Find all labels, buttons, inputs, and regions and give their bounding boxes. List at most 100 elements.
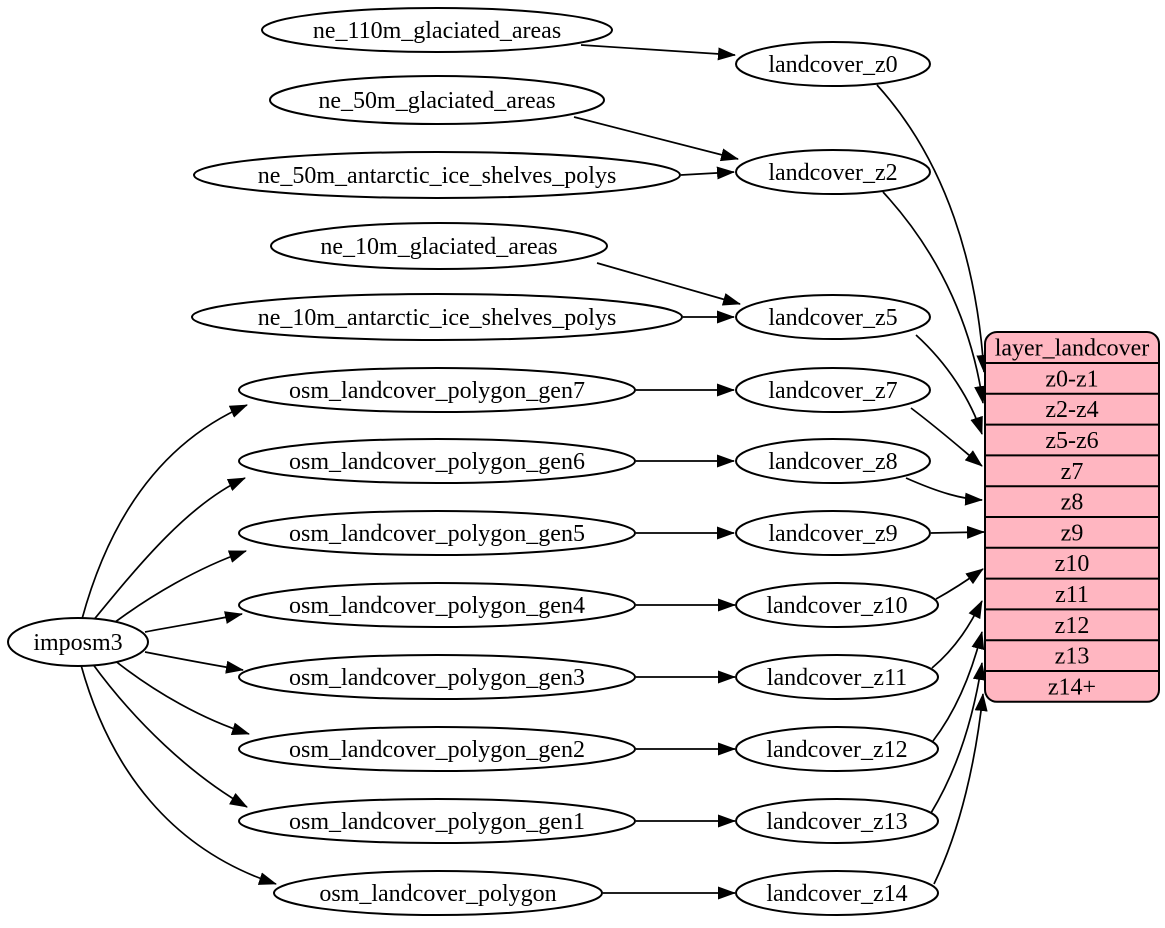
node-label-osm_landcover_polygon_gen2: osm_landcover_polygon_gen2 <box>289 737 585 763</box>
node-landcover_z12: landcover_z12 <box>735 726 939 772</box>
node-ellipse-landcover_z2 <box>735 149 931 195</box>
node-ellipse-landcover_z14 <box>735 870 939 916</box>
node-label-osm_landcover_polygon_gen7: osm_landcover_polygon_gen7 <box>289 378 585 404</box>
edge-imposm3-to-osm_landcover_polygon_gen3 <box>144 651 244 674</box>
node-ne_10m_antarctic_ice_shelves_polys: ne_10m_antarctic_ice_shelves_polys <box>191 293 683 341</box>
node-osm_landcover_polygon_gen1: osm_landcover_polygon_gen1 <box>238 798 636 844</box>
node-landcover_z7: landcover_z7 <box>735 367 931 413</box>
record-row-z2-z4: z2-z4 <box>1045 397 1098 423</box>
node-label-landcover_z11: landcover_z11 <box>767 665 907 691</box>
edge-imposm3-to-osm_landcover_polygon_gen1 <box>91 662 248 808</box>
node-landcover_z5: landcover_z5 <box>735 294 931 340</box>
node-landcover_z14: landcover_z14 <box>735 870 939 916</box>
node-ellipse-imposm3 <box>7 617 149 667</box>
node-osm_landcover_polygon_gen2: osm_landcover_polygon_gen2 <box>238 726 636 772</box>
node-osm_landcover_polygon_gen3: osm_landcover_polygon_gen3 <box>238 654 636 700</box>
node-ne_50m_antarctic_ice_shelves_polys: ne_50m_antarctic_ice_shelves_polys <box>193 151 681 199</box>
node-label-landcover_z5: landcover_z5 <box>768 305 897 331</box>
edge-landcover_z7-to-layer_landcover:z7 <box>910 407 983 467</box>
node-ellipse-landcover_z0 <box>735 41 931 87</box>
node-ne_50m_glaciated_areas: ne_50m_glaciated_areas <box>269 75 605 125</box>
node-ellipse-landcover_z8 <box>735 438 931 484</box>
node-ellipse-landcover_z12 <box>735 726 939 772</box>
node-ellipse-ne_50m_glaciated_areas <box>269 75 605 125</box>
record-row-z9: z9 <box>1061 520 1084 546</box>
nodes-layer: imposm3 ne_110m_glaciated_areas ne_50m_gla… <box>7 7 939 916</box>
edge-imposm3-to-osm_landcover_polygon_gen6 <box>91 477 246 623</box>
node-landcover_z10: landcover_z10 <box>735 582 939 628</box>
record-row-z13: z13 <box>1055 644 1090 670</box>
node-ellipse-ne_10m_antarctic_ice_shelves_polys <box>191 293 683 341</box>
edge-imposm3-to-osm_landcover_polygon_gen4 <box>144 611 243 633</box>
edge-ne_110m_glaciated_areas-to-landcover_z0 <box>580 44 736 61</box>
edge-landcover_z2-to-layer_landcover:z2-z4 <box>882 191 988 404</box>
node-osm_landcover_polygon_gen5: osm_landcover_polygon_gen5 <box>238 510 636 556</box>
node-ellipse-landcover_z10 <box>735 582 939 628</box>
edge-landcover_z0-to-layer_landcover:z0-z1 <box>876 84 990 373</box>
node-landcover_z2: landcover_z2 <box>735 149 931 195</box>
edge-imposm3-to-osm_landcover_polygon_gen5 <box>105 550 247 630</box>
node-label-imposm3: imposm3 <box>33 630 122 656</box>
node-label-osm_landcover_polygon: osm_landcover_polygon <box>319 881 556 907</box>
node-label-landcover_z8: landcover_z8 <box>768 449 897 475</box>
node-label-ne_50m_antarctic_ice_shelves_polys: ne_50m_antarctic_ice_shelves_polys <box>258 163 617 189</box>
node-ellipse-landcover_z5 <box>735 294 931 340</box>
node-landcover_z0: landcover_z0 <box>735 41 931 87</box>
node-ellipse-landcover_z7 <box>735 367 931 413</box>
edge-ne_50m_antarctic_ice_shelves_polys-to-landcover_z2 <box>680 166 735 180</box>
node-label-landcover_z12: landcover_z12 <box>766 737 907 763</box>
edges-layer <box>80 44 990 900</box>
node-ellipse-landcover_z11 <box>735 654 939 700</box>
record-row-z11: z11 <box>1055 582 1089 608</box>
edge-landcover_z13-to-layer_landcover:z13 <box>930 662 986 814</box>
record-row-z10: z10 <box>1055 551 1090 577</box>
node-ellipse-osm_landcover_polygon_gen2 <box>238 726 636 772</box>
node-ellipse-ne_10m_glaciated_areas <box>270 222 608 270</box>
record-row-z12: z12 <box>1055 613 1090 639</box>
node-osm_landcover_polygon_gen7: osm_landcover_polygon_gen7 <box>238 367 636 413</box>
node-ne_110m_glaciated_areas: ne_110m_glaciated_areas <box>261 7 613 53</box>
node-label-landcover_z0: landcover_z0 <box>768 52 897 78</box>
record-node-layer_landcover: layer_landcoverz0-z1z2-z4z5-z6z7z8z9z10z… <box>984 331 1160 703</box>
node-landcover_z11: landcover_z11 <box>735 654 939 700</box>
node-ellipse-osm_landcover_polygon_gen1 <box>238 798 636 844</box>
node-osm_landcover_polygon: osm_landcover_polygon <box>273 870 603 916</box>
edge-landcover_z8-to-layer_landcover:z8 <box>905 477 983 506</box>
node-label-osm_landcover_polygon_gen6: osm_landcover_polygon_gen6 <box>289 449 585 475</box>
node-label-landcover_z9: landcover_z9 <box>768 521 897 547</box>
edge-imposm3-to-osm_landcover_polygon_gen7 <box>81 404 248 620</box>
node-ellipse-osm_landcover_polygon_gen6 <box>238 438 636 484</box>
node-landcover_z8: landcover_z8 <box>735 438 931 484</box>
node-osm_landcover_polygon_gen6: osm_landcover_polygon_gen6 <box>238 438 636 484</box>
record-row-z5-z6: z5-z6 <box>1045 428 1098 454</box>
node-landcover_z9: landcover_z9 <box>735 510 931 556</box>
record-node-layer: layer_landcoverz0-z1z2-z4z5-z6z7z8z9z10z… <box>984 331 1160 703</box>
node-label-osm_landcover_polygon_gen5: osm_landcover_polygon_gen5 <box>289 521 585 547</box>
node-imposm3: imposm3 <box>7 617 149 667</box>
edge-landcover_z10-to-layer_landcover:z10 <box>935 568 984 600</box>
edge-landcover_z14-to-layer_landcover:z14+ <box>933 693 988 885</box>
node-ellipse-landcover_z13 <box>735 798 939 844</box>
edge-ne_10m_glaciated_areas-to-landcover_z5 <box>596 262 741 306</box>
node-landcover_z13: landcover_z13 <box>735 798 939 844</box>
node-osm_landcover_polygon_gen4: osm_landcover_polygon_gen4 <box>238 582 636 628</box>
node-ellipse-osm_landcover_polygon_gen5 <box>238 510 636 556</box>
node-ellipse-ne_110m_glaciated_areas <box>261 7 613 53</box>
node-label-landcover_z7: landcover_z7 <box>768 378 897 404</box>
node-label-landcover_z10: landcover_z10 <box>766 593 907 619</box>
node-label-landcover_z14: landcover_z14 <box>766 881 907 907</box>
node-ellipse-ne_50m_antarctic_ice_shelves_polys <box>193 151 681 199</box>
record-row-z7: z7 <box>1061 459 1084 485</box>
record-row-z14+: z14+ <box>1048 674 1096 700</box>
edge-landcover_z11-to-layer_landcover:z11 <box>931 600 983 669</box>
node-label-ne_10m_glaciated_areas: ne_10m_glaciated_areas <box>320 234 557 260</box>
edge-landcover_z12-to-layer_landcover:z12 <box>932 631 985 742</box>
node-label-osm_landcover_polygon_gen3: osm_landcover_polygon_gen3 <box>289 665 585 691</box>
edge-landcover_z9-to-layer_landcover:z9 <box>930 525 985 539</box>
node-label-landcover_z13: landcover_z13 <box>766 809 907 835</box>
node-ellipse-osm_landcover_polygon_gen3 <box>238 654 636 700</box>
edge-ne_50m_glaciated_areas-to-landcover_z2 <box>573 116 739 162</box>
node-ne_10m_glaciated_areas: ne_10m_glaciated_areas <box>270 222 608 270</box>
